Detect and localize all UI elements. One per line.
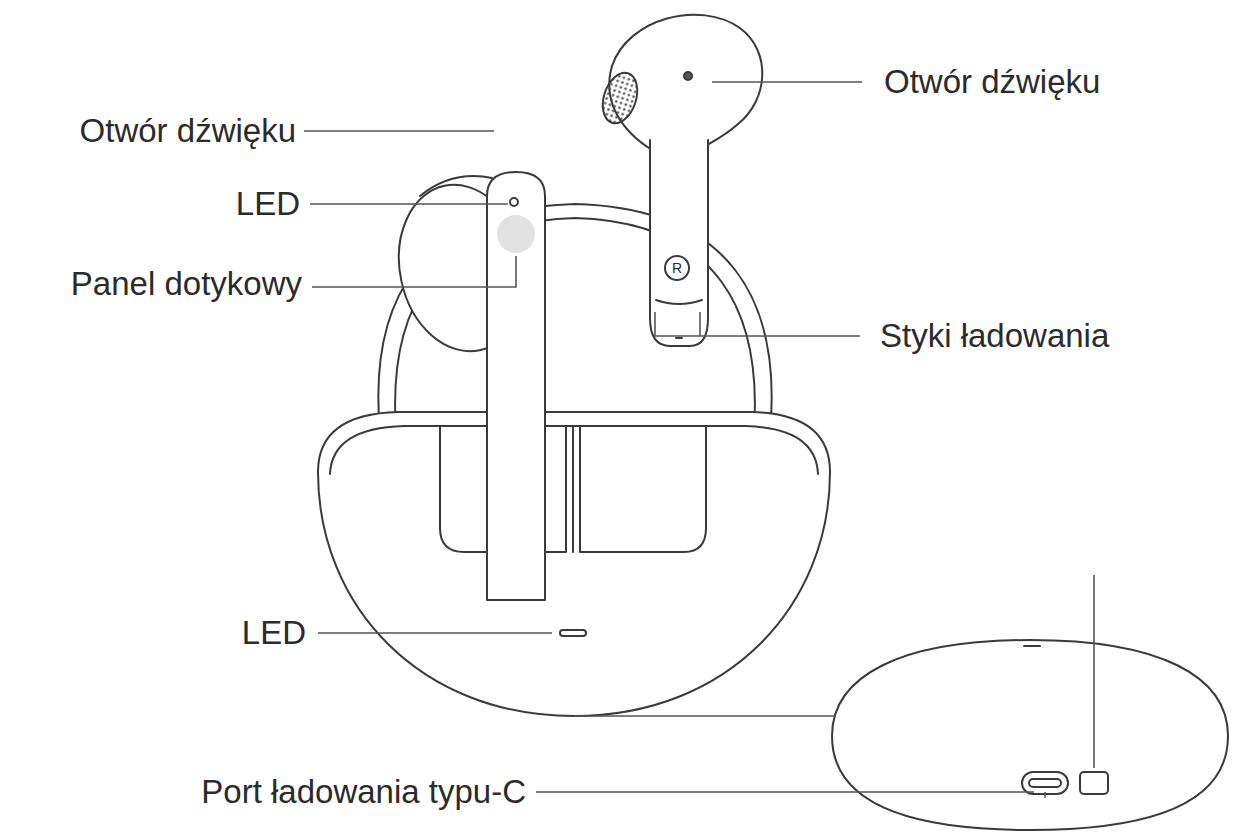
r-mark-circle: [665, 256, 689, 280]
leader-line: [574, 715, 836, 717]
charging-contacts: [656, 300, 702, 338]
part-label: Panel dotykowy: [71, 265, 302, 303]
side-mark: R: [672, 260, 682, 276]
case-bowl: [318, 412, 830, 716]
part-label: LED: [236, 185, 300, 223]
leader-line: [310, 203, 508, 205]
case-bottom-view: [832, 640, 1228, 830]
left-earbud-led: [510, 198, 518, 206]
leader-line: [655, 312, 860, 336]
left-earbud-speaker: [420, 176, 492, 196]
leader-line: [318, 632, 552, 634]
usb-c-port: [1022, 772, 1068, 794]
right-earbud-grille: [597, 68, 644, 127]
cradle-right: [580, 426, 706, 552]
leader-line: [304, 130, 494, 132]
right-earbud-sound-hole: [684, 72, 692, 80]
part-label: Port ładowania typu-C: [201, 773, 526, 811]
leader-line: [536, 792, 1045, 798]
pairing-button: [1080, 772, 1108, 794]
part-label: Otwór dźwięku: [80, 112, 296, 150]
part-label: Otwór dźwięku: [884, 63, 1100, 101]
part-label: LED: [242, 614, 306, 652]
usb-c-port-inner: [1029, 779, 1061, 787]
cradle-divider: [572, 426, 574, 552]
leader-line: [312, 256, 516, 287]
case-bottom-mark: [1024, 645, 1040, 647]
left-earbud-stem: [487, 172, 545, 600]
touch-panel: [497, 215, 535, 253]
part-label: Styki ładowania: [880, 317, 1109, 355]
case-led: [560, 630, 586, 636]
leader-line: [1093, 575, 1095, 768]
leader-line: [712, 81, 862, 83]
